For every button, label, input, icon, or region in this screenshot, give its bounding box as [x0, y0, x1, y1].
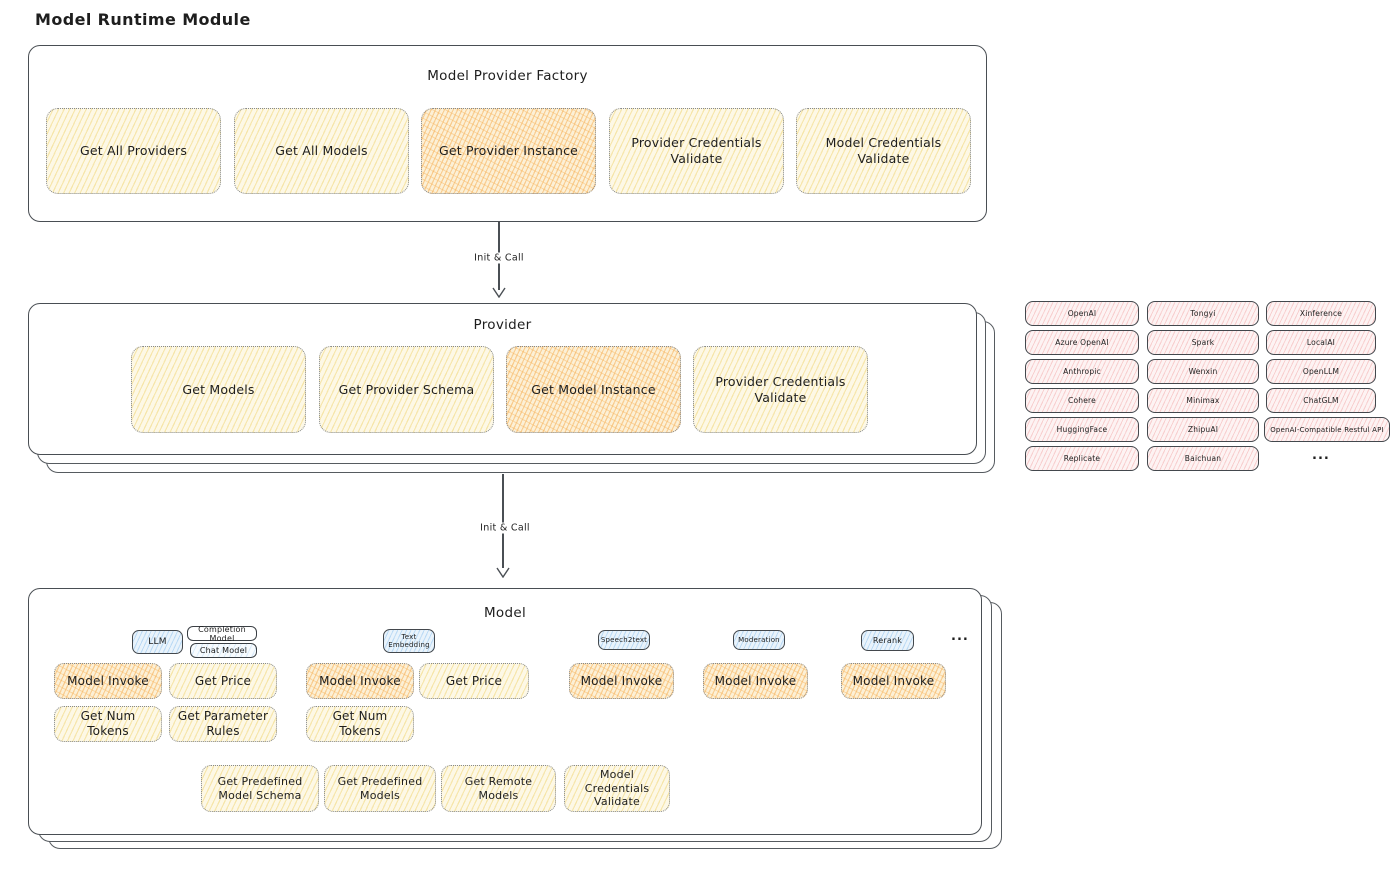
arrow-head-icon — [496, 567, 510, 578]
tab-text-embedding[interactable]: Text Embedding — [383, 629, 435, 653]
node-llm-get-parameter-rules[interactable]: Get Parameter Rules — [169, 706, 277, 742]
node-get-provider-schema[interactable]: Get Provider Schema — [319, 346, 494, 433]
catalog-wenxin[interactable]: Wenxin — [1147, 359, 1259, 384]
catalog-minimax[interactable]: Minimax — [1147, 388, 1259, 413]
node-get-models[interactable]: Get Models — [131, 346, 306, 433]
factory-frame: Model Provider Factory Get All Providers… — [28, 45, 987, 222]
node-embedding-get-price[interactable]: Get Price — [419, 663, 529, 699]
node-llm-get-price[interactable]: Get Price — [169, 663, 277, 699]
catalog-azure-openai[interactable]: Azure OpenAI — [1025, 330, 1139, 355]
provider-frame: Provider Get Models Get Provider Schema … — [28, 303, 977, 455]
catalog-chatglm[interactable]: ChatGLM — [1266, 388, 1376, 413]
node-moderation-model-invoke[interactable]: Model Invoke — [703, 663, 808, 699]
node-get-all-models[interactable]: Get All Models — [234, 108, 409, 194]
node-get-model-instance[interactable]: Get Model Instance — [506, 346, 681, 433]
node-get-all-providers[interactable]: Get All Providers — [46, 108, 221, 194]
tab-moderation[interactable]: Moderation — [733, 630, 785, 650]
catalog-openai-compatible-restful-api[interactable]: OpenAI-Compatible Restful API — [1264, 417, 1390, 442]
arrow-label-init-call-1: Init & Call — [470, 252, 528, 264]
arrow-label-init-call-2: Init & Call — [476, 522, 534, 534]
node-speech2text-model-invoke[interactable]: Model Invoke — [569, 663, 674, 699]
node-get-provider-instance[interactable]: Get Provider Instance — [421, 108, 596, 194]
node-provider-credentials-validate[interactable]: Provider Credentials Validate — [693, 346, 868, 433]
node-embedding-model-invoke[interactable]: Model Invoke — [306, 663, 414, 699]
catalog-openai[interactable]: OpenAI — [1025, 301, 1139, 326]
arrow-head-icon — [492, 287, 506, 298]
provider-title: Provider — [473, 317, 532, 333]
catalog-baichuan[interactable]: Baichuan — [1147, 446, 1259, 471]
node-get-remote-models[interactable]: Get Remote Models — [441, 765, 556, 812]
factory-title: Model Provider Factory — [427, 68, 588, 84]
tab-rerank[interactable]: Rerank — [861, 630, 914, 651]
node-model-credentials-validate-factory[interactable]: Model Credentials Validate — [796, 108, 971, 194]
catalog-more: ... — [1312, 448, 1330, 463]
tag-completion-model[interactable]: Completion Model — [187, 625, 257, 643]
node-get-predefined-model-schema[interactable]: Get Predefined Model Schema — [201, 765, 319, 812]
node-model-credentials-validate[interactable]: Model Credentials Validate — [564, 765, 670, 812]
catalog-spark[interactable]: Spark — [1147, 330, 1259, 355]
node-get-predefined-models[interactable]: Get Predefined Models — [324, 765, 436, 812]
catalog-replicate[interactable]: Replicate — [1025, 446, 1139, 471]
node-llm-get-num-tokens[interactable]: Get Num Tokens — [54, 706, 162, 742]
node-provider-credentials-validate-factory[interactable]: Provider Credentials Validate — [609, 108, 784, 194]
catalog-xinference[interactable]: Xinference — [1266, 301, 1376, 326]
model-title: Model — [483, 605, 527, 621]
page-title: Model Runtime Module — [35, 10, 251, 29]
model-tabs-more: ... — [951, 629, 969, 644]
node-rerank-model-invoke[interactable]: Model Invoke — [841, 663, 946, 699]
catalog-openllm[interactable]: OpenLLM — [1266, 359, 1376, 384]
catalog-huggingface[interactable]: HuggingFace — [1025, 417, 1139, 442]
arrow-line-2 — [502, 474, 504, 568]
tab-llm[interactable]: LLM — [132, 630, 183, 654]
catalog-anthropic[interactable]: Anthropic — [1025, 359, 1139, 384]
node-embedding-get-num-tokens[interactable]: Get Num Tokens — [306, 706, 414, 742]
model-frame: Model LLM Completion Model Chat Model Te… — [28, 588, 982, 835]
catalog-tongyi[interactable]: Tongyi — [1147, 301, 1259, 326]
catalog-localai[interactable]: LocalAI — [1266, 330, 1376, 355]
catalog-zhipuai[interactable]: ZhipuAI — [1147, 417, 1259, 442]
catalog-cohere[interactable]: Cohere — [1025, 388, 1139, 413]
node-llm-model-invoke[interactable]: Model Invoke — [54, 663, 162, 699]
tab-speech2text[interactable]: Speech2text — [598, 630, 650, 650]
tag-chat-model[interactable]: Chat Model — [190, 643, 257, 658]
